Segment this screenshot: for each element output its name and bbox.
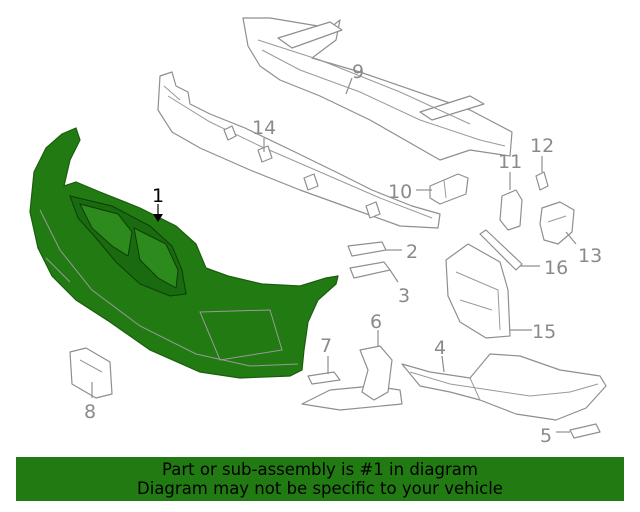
part-13-bracket[interactable] (539, 201, 577, 245)
callout-5: 5 (540, 425, 552, 447)
part-6-deflector[interactable] (359, 330, 393, 401)
callout-13: 13 (578, 245, 602, 267)
callout-12: 12 (530, 135, 554, 157)
part-15-air-duct[interactable] (445, 243, 532, 339)
callout-15: 15 (532, 321, 556, 343)
part-8-plate-bracket[interactable] (69, 347, 113, 399)
notice-banner: Part or sub-assembly is #1 in diagram Di… (16, 457, 624, 501)
part-10-bracket[interactable] (416, 173, 469, 205)
part-12-clip[interactable] (535, 156, 549, 191)
part-2-bracket[interactable] (347, 241, 402, 257)
part-11-bracket[interactable] (499, 172, 523, 231)
callout-11: 11 (498, 151, 522, 173)
part-9-reinforcement-beam[interactable] (242, 17, 513, 161)
notice-line-disclaimer: Diagram may not be specific to your vehi… (137, 479, 503, 498)
part-1-front-bumper-cover[interactable] (29, 127, 339, 379)
part-3-bracket[interactable] (349, 261, 399, 283)
callout-9: 9 (352, 61, 364, 83)
callout-6: 6 (370, 311, 382, 333)
callout-2: 2 (406, 241, 418, 263)
part-4-lower-bracket[interactable] (401, 353, 607, 421)
callout-16: 16 (544, 257, 568, 279)
exploded-parts-diagram: 1 2 3 4 5 6 7 8 9 10 11 12 13 14 15 16 (29, 17, 607, 447)
callout-7: 7 (320, 335, 332, 357)
part-14-energy-absorber[interactable] (157, 71, 441, 229)
callout-1: 1 (152, 185, 164, 207)
part-5-clip[interactable] (556, 423, 601, 439)
callout-4: 4 (434, 337, 446, 359)
callout-14: 14 (252, 117, 276, 139)
callout-8: 8 (84, 401, 96, 423)
callout-10: 10 (388, 181, 412, 203)
part-16-seal-strip[interactable] (479, 229, 540, 271)
callout-3: 3 (398, 285, 410, 307)
notice-line-part: Part or sub-assembly is #1 in diagram (162, 460, 478, 479)
